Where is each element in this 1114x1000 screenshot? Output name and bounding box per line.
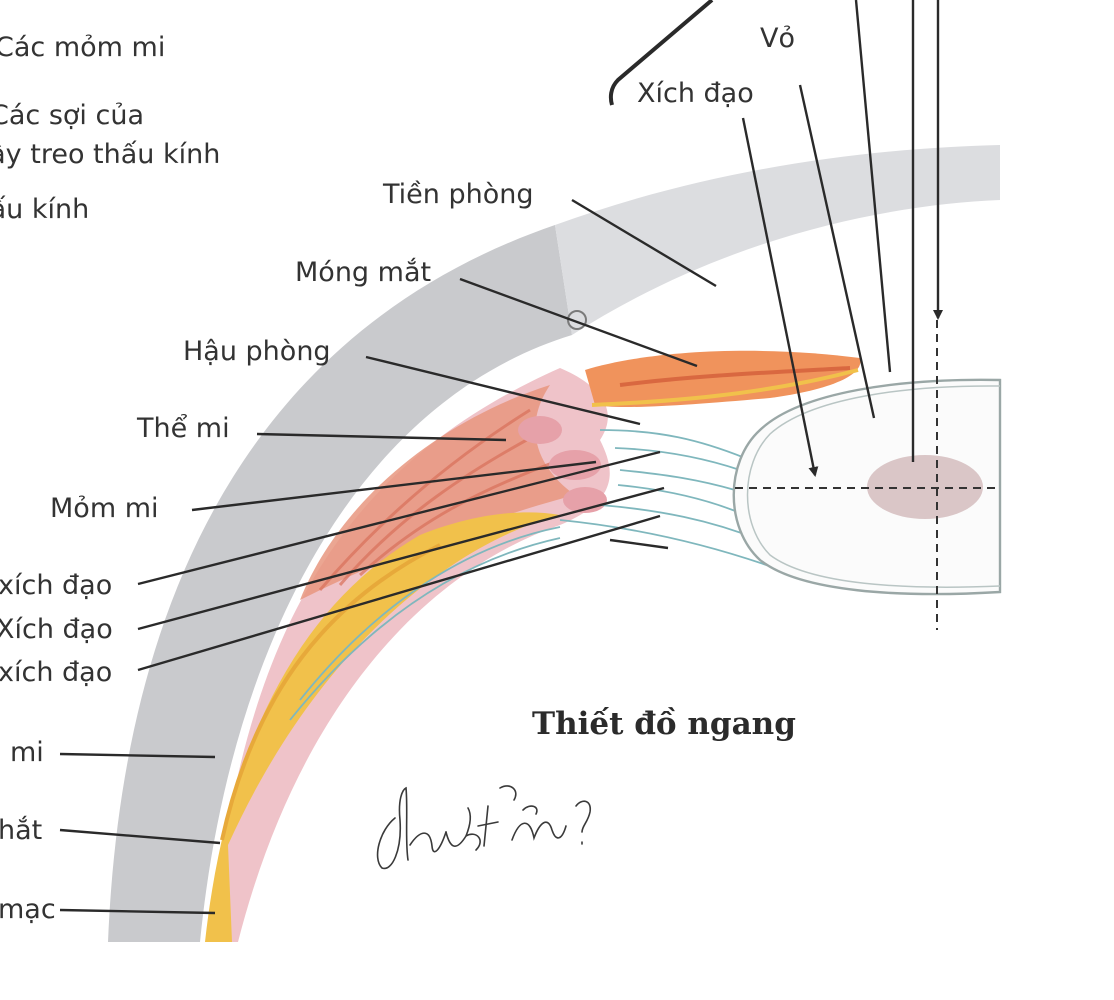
label-the-mi: Thể mi <box>136 413 230 444</box>
ciliary-muscle-fibers <box>318 408 561 591</box>
tien-phong-leader <box>571 198 717 288</box>
label-xich-dao-1: xích đạo <box>0 570 112 601</box>
ciliary-muscle <box>300 385 575 600</box>
lens-inner <box>746 385 1001 588</box>
top-leader <box>608 0 714 106</box>
handwritten-note <box>376 785 592 870</box>
top-leader-a <box>854 0 892 373</box>
label-xich-dao-top: Xích đạo <box>637 78 754 109</box>
xich-dao-top-leader <box>741 117 819 477</box>
left-hat-leader <box>59 828 221 845</box>
sclera <box>108 225 572 942</box>
diagram-caption: Thiết đồ ngang <box>532 705 796 742</box>
label-xich-dao-3: xích đạo <box>0 657 112 688</box>
cornea <box>555 145 1000 335</box>
mong-mat-leader <box>459 277 698 368</box>
mom-mi-leader <box>191 460 597 512</box>
iris-detail <box>619 366 851 387</box>
label-top-left-2b: dây treo thấu kính <box>0 139 220 170</box>
label-left-hat: hắt <box>0 815 42 846</box>
the-mi-leader <box>256 432 507 442</box>
hau-phong-leader <box>365 355 641 426</box>
zonular-fibers <box>289 429 776 721</box>
xich-dao-3-leader <box>137 514 661 672</box>
label-top-left-2a: Các sợi của <box>0 100 144 131</box>
label-hau-phong: Hậu phòng <box>183 336 331 367</box>
label-top-left-1: Các mỏm mi <box>0 32 165 63</box>
label-mom-mi: Mỏm mi <box>50 493 159 524</box>
xich-dao-3-branch <box>609 538 669 550</box>
label-vo: Vỏ <box>760 23 795 54</box>
label-left-mac: mạc <box>0 894 56 925</box>
label-xich-dao-2: Xích đạo <box>0 614 113 645</box>
xich-dao-2-leader <box>137 486 665 631</box>
vo-leader <box>798 84 876 419</box>
label-left-mi: mi <box>10 737 44 768</box>
trabecular-loop <box>567 310 587 330</box>
iris-pigment-edge <box>591 368 859 407</box>
xich-dao-1-leader <box>137 450 661 586</box>
label-top-left-3: Thấu kính <box>0 194 89 225</box>
choroid-line <box>220 543 441 841</box>
label-mong-mat: Móng mắt <box>295 257 431 288</box>
left-mac-leader <box>59 908 216 915</box>
label-tien-phong: Tiền phòng <box>382 179 534 210</box>
left-mi-leader <box>59 752 216 759</box>
